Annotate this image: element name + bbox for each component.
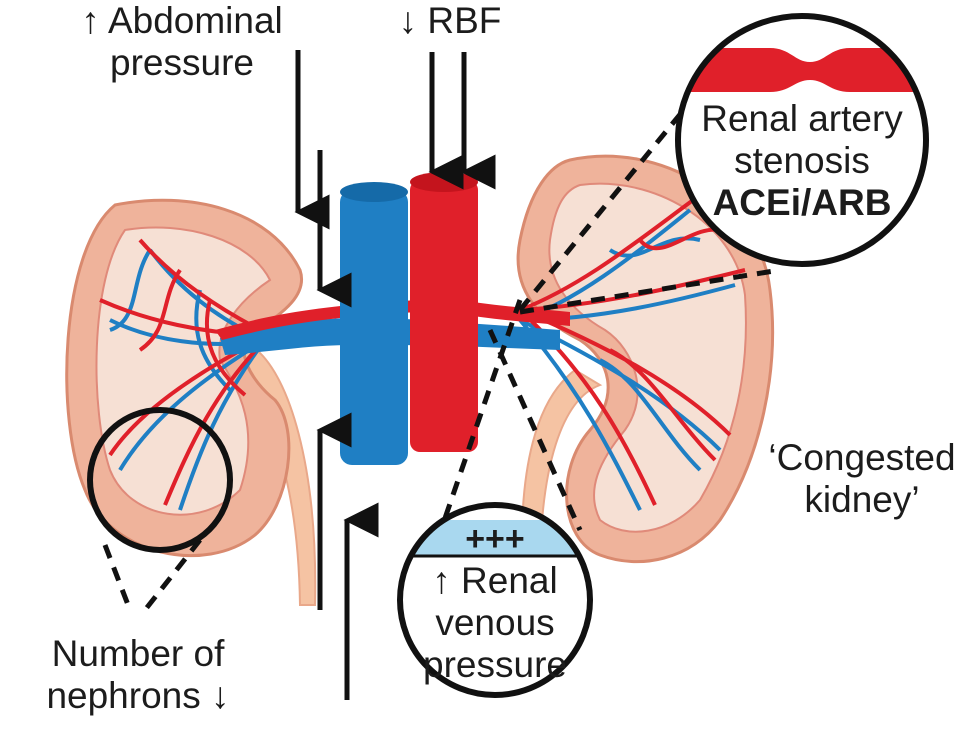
nephrons-line-2: nephrons ↓ <box>18 675 258 717</box>
venous-line-2: venous <box>405 602 585 644</box>
congested-line-2: kidney’ <box>752 479 972 521</box>
aorta <box>410 180 478 452</box>
abdominal-pressure-label: ↑ Abdominal pressure <box>52 0 312 84</box>
congested-kidney-label: ‘Congested kidney’ <box>752 437 972 521</box>
stenosis-line-1: Renal artery <box>682 98 922 140</box>
vena-cava-top <box>340 182 408 202</box>
aorta-top <box>410 172 478 192</box>
abdominal-pressure-line-1: ↑ Abdominal <box>52 0 312 42</box>
venous-line-1: ↑ Renal <box>405 560 585 602</box>
rbf-line: ↓ RBF <box>380 0 520 42</box>
venous-line-3: pressure <box>405 644 585 686</box>
venous-pressure-label: ↑ Renal venous pressure <box>405 560 585 686</box>
stenosis-line-3: ACEi/ARB <box>682 182 922 224</box>
stenosis-label: Renal artery stenosis ACEi/ARB <box>682 98 922 224</box>
nephrons-line-1: Number of <box>18 633 258 675</box>
nephrons-label: Number of nephrons ↓ <box>18 633 258 717</box>
congested-line-1: ‘Congested <box>752 437 972 479</box>
stenosis-line-2: stenosis <box>682 140 922 182</box>
abdominal-pressure-line-2: pressure <box>52 42 312 84</box>
vena-cava <box>340 190 408 465</box>
venous-plus-label: +++ <box>445 518 545 560</box>
venous-plus: +++ <box>445 518 545 560</box>
rbf-label: ↓ RBF <box>380 0 520 42</box>
